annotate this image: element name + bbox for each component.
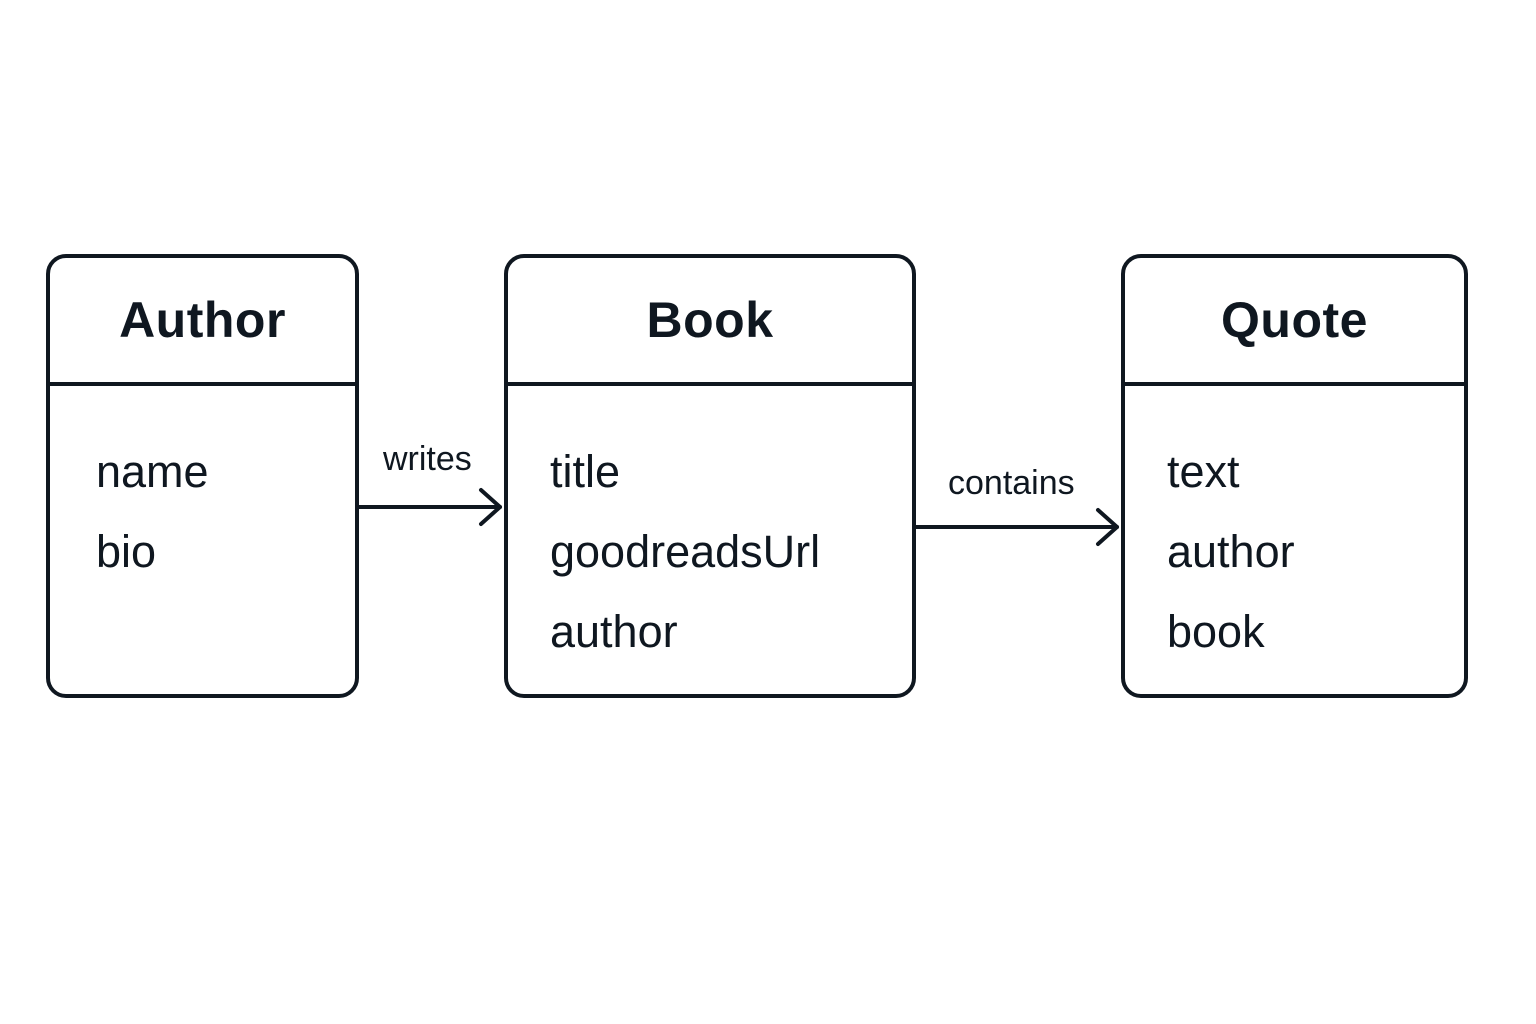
field-author: author [550, 606, 678, 657]
writes-relationship-label: writes [383, 440, 472, 478]
contains-relationship-label: contains [948, 464, 1075, 502]
contains-arrow [914, 508, 1119, 546]
field-name: name [96, 446, 209, 497]
entity-quote-header: Quote [1125, 258, 1464, 386]
field-text: text [1167, 446, 1240, 497]
contains-arrowhead [1096, 508, 1119, 546]
field-author: author [1167, 526, 1295, 577]
entity-author-title: Author [119, 292, 286, 348]
entity-book-title: Book [646, 292, 774, 348]
entity-author-header: Author [50, 258, 355, 386]
entity-quote-fields: text author book [1125, 386, 1464, 672]
field-book: book [1167, 606, 1265, 657]
writes-arrow [357, 488, 502, 526]
field-title: title [550, 446, 621, 497]
entity-book-header: Book [508, 258, 912, 386]
entity-book: Book title goodreadsUrl author [504, 254, 916, 698]
entity-author: Author name bio [46, 254, 359, 698]
entity-author-fields: name bio [50, 386, 355, 592]
entity-quote: Quote text author book [1121, 254, 1468, 698]
writes-arrowhead [479, 488, 502, 526]
entity-quote-title: Quote [1221, 292, 1368, 348]
field-goodreads-url: goodreadsUrl [550, 526, 821, 577]
entity-book-fields: title goodreadsUrl author [508, 386, 912, 672]
field-bio: bio [96, 526, 157, 577]
